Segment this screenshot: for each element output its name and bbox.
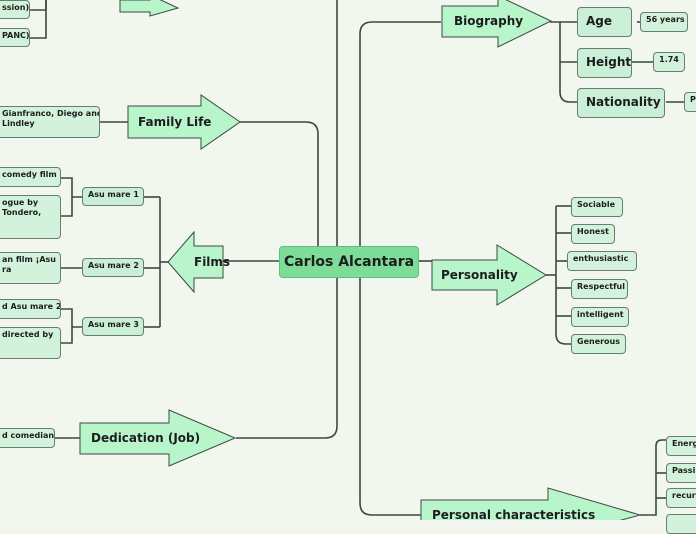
pc-item-3-text: recur — [672, 491, 696, 500]
biography-label[interactable]: Biography — [454, 14, 524, 28]
bio-nationality-value-text: P — [690, 95, 696, 104]
trait-honest-text: Honest — [577, 227, 609, 236]
top-leaf-partial-1-text: ssion) — [2, 3, 30, 12]
pc-item-2-text: Passi — [672, 466, 696, 475]
film-leaf-4[interactable]: d Asu mare 2 — [0, 299, 61, 319]
family-life-label[interactable]: Family Life — [138, 115, 212, 129]
pc-item-1[interactable]: Energ — [666, 436, 696, 456]
dedication-leaf[interactable]: d comedian — [0, 428, 55, 448]
trait-sociable[interactable]: Sociable — [571, 197, 623, 217]
bio-age-text: Age — [586, 14, 613, 28]
film-leaf-1[interactable]: comedy film — [0, 167, 61, 187]
film-leaf-5[interactable]: directed by — [0, 327, 61, 359]
bio-nationality-text: Nationality — [586, 95, 661, 109]
film-leaf-1-text: comedy film — [2, 170, 57, 179]
film-leaf-2[interactable]: ogue by Tondero, — [0, 195, 61, 239]
biography-arrow — [441, 0, 553, 48]
trait-sociable-text: Sociable — [577, 200, 616, 209]
films-arrow — [167, 230, 224, 294]
bio-height[interactable]: Height — [577, 48, 632, 78]
personality-label[interactable]: Personality — [441, 268, 518, 282]
asu-mare-3-text: Asu mare 3 — [88, 320, 139, 329]
pc-item-3[interactable]: recur — [666, 488, 696, 508]
films-group-asu-mare-2[interactable]: Asu mare 2 — [82, 258, 144, 277]
trait-respectful[interactable]: Respectful — [571, 279, 628, 299]
trait-enthusiastic[interactable]: enthusiastic — [567, 251, 637, 271]
film-leaf-2-line-2: Tondero, — [2, 208, 42, 217]
bio-height-text: Height — [586, 55, 632, 69]
bio-age[interactable]: Age — [577, 7, 632, 37]
pc-item-4[interactable] — [666, 514, 696, 534]
root-topic[interactable]: Carlos Alcantara — [279, 246, 419, 278]
pc-item-1-text: Energ — [672, 439, 696, 448]
bio-nationality[interactable]: Nationality — [577, 88, 665, 118]
film-leaf-2-line-1: ogue by — [2, 198, 39, 207]
film-leaf-5-text: directed by — [2, 330, 54, 339]
family-life-arrow — [127, 94, 241, 150]
family-life-leaf[interactable]: Gianfranco, Diego and Lindley — [0, 106, 100, 138]
family-life-leaf-line-2: Lindley — [2, 119, 35, 128]
films-group-asu-mare-3[interactable]: Asu mare 3 — [82, 317, 144, 336]
personal-characteristics-arrow — [420, 487, 642, 520]
connector-lines — [30, 0, 684, 520]
trait-honest[interactable]: Honest — [571, 224, 615, 244]
asu-mare-2-text: Asu mare 2 — [88, 261, 139, 270]
bio-height-value[interactable]: 1.74 — [653, 52, 685, 72]
trait-enthusiastic-text: enthusiastic — [573, 254, 629, 263]
films-label[interactable]: Films — [194, 255, 231, 269]
family-life-leaf-line-1: Gianfranco, Diego and — [2, 109, 100, 118]
personality-arrow — [431, 244, 547, 306]
top-leaf-partial-2[interactable]: PANC) — [0, 28, 30, 47]
bio-age-value-text: 56 years — [646, 15, 685, 24]
top-leaf-partial-2-text: PANC) — [2, 31, 30, 40]
films-group-asu-mare-1[interactable]: Asu mare 1 — [82, 187, 144, 206]
dedication-arrow — [79, 409, 237, 467]
bio-nationality-value[interactable]: P — [684, 92, 696, 112]
trait-respectful-text: Respectful — [577, 282, 625, 291]
top-leaf-partial-1[interactable]: ssion) — [0, 0, 30, 19]
dedication-leaf-text: d comedian — [2, 431, 55, 440]
trait-intelligent[interactable]: intelligent — [571, 307, 629, 327]
pc-item-2[interactable]: Passi — [666, 463, 696, 483]
bio-height-value-text: 1.74 — [659, 55, 679, 64]
asu-mare-1-text: Asu mare 1 — [88, 190, 139, 199]
film-leaf-4-text: d Asu mare 2 — [2, 302, 61, 311]
film-leaf-3[interactable]: an film ¡Asu ra — [0, 252, 61, 284]
trait-generous[interactable]: Generous — [571, 334, 626, 354]
trait-generous-text: Generous — [577, 337, 621, 346]
trait-intelligent-text: intelligent — [577, 310, 624, 319]
top-arrow-partial — [119, 0, 180, 17]
film-leaf-3-line-1: an film ¡Asu — [2, 255, 56, 264]
dedication-label[interactable]: Dedication (Job) — [91, 431, 201, 445]
personal-characteristics-label[interactable]: Personal characteristics — [432, 508, 596, 522]
film-leaf-3-line-2: ra — [2, 265, 12, 274]
bio-age-value[interactable]: 56 years — [640, 12, 688, 32]
